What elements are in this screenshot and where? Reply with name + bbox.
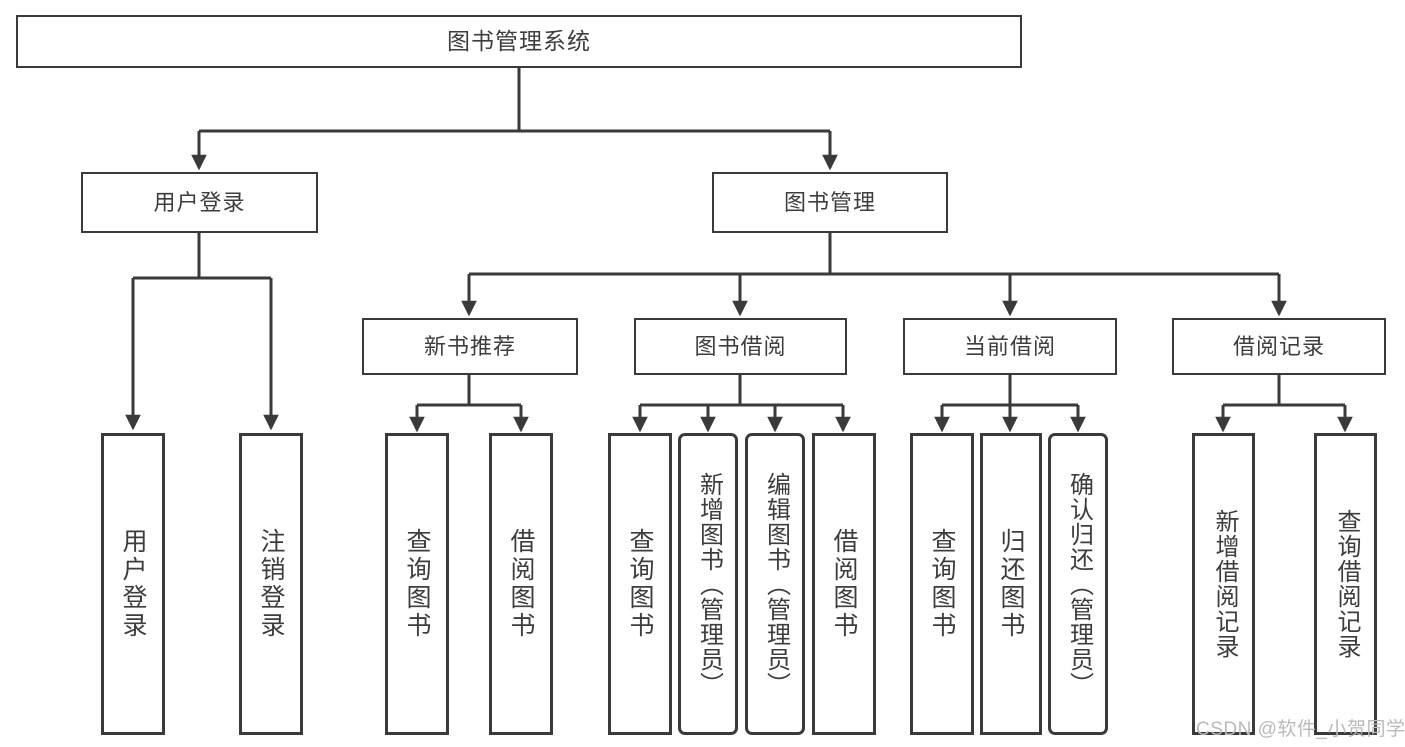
node-new-book-recommend[interactable]: 新书推荐: [362, 318, 578, 375]
leaf-query-book-current[interactable]: 查询图书: [910, 433, 974, 735]
node-user-login[interactable]: 用户登录: [81, 172, 318, 233]
watermark-csdn: CSDN @软件_小贺同学: [1196, 719, 1405, 740]
node-label: 归还图书: [997, 528, 1025, 640]
node-label: 注销登录: [257, 528, 285, 640]
node-root-system[interactable]: 图书管理系统: [16, 15, 1022, 68]
leaf-query-book-borrow[interactable]: 查询图书: [608, 433, 672, 735]
leaf-edit-book-admin[interactable]: 编辑图书（管理员）: [745, 433, 805, 735]
leaf-confirm-return-admin[interactable]: 确认归还（管理员）: [1048, 433, 1108, 735]
node-label: 新增借阅记录: [1210, 509, 1238, 659]
leaf-add-borrow-record[interactable]: 新增借阅记录: [1192, 433, 1255, 735]
node-label: 图书管理系统: [447, 27, 591, 54]
node-label: 查询图书: [403, 528, 431, 640]
node-label: 确认归还（管理员）: [1065, 471, 1093, 697]
node-book-management[interactable]: 图书管理: [712, 172, 948, 233]
leaf-user-login[interactable]: 用户登录: [101, 433, 165, 735]
node-book-borrow[interactable]: 图书借阅: [634, 318, 847, 375]
node-label: 新增图书（管理员）: [695, 471, 723, 697]
node-current-borrow[interactable]: 当前借阅: [903, 318, 1117, 375]
node-borrow-record[interactable]: 借阅记录: [1172, 318, 1386, 375]
leaf-logout[interactable]: 注销登录: [239, 433, 303, 735]
node-label: 当前借阅: [963, 333, 1056, 359]
node-label: 借阅记录: [1232, 333, 1325, 359]
leaf-borrow-book-recommend[interactable]: 借阅图书: [489, 433, 553, 735]
node-label: 编辑图书（管理员）: [762, 471, 790, 697]
node-label: 图书管理: [783, 189, 876, 215]
node-label: 查询图书: [928, 528, 956, 640]
node-label: 查询图书: [626, 528, 654, 640]
leaf-query-borrow-record[interactable]: 查询借阅记录: [1314, 433, 1377, 735]
node-label: 借阅图书: [507, 528, 535, 640]
node-label: 用户登录: [119, 528, 147, 640]
leaf-borrow-book[interactable]: 借阅图书: [812, 433, 876, 735]
leaf-query-book-recommend[interactable]: 查询图书: [385, 433, 449, 735]
node-label: 用户登录: [153, 189, 246, 215]
node-label: 图书借阅: [694, 333, 787, 359]
leaf-add-book-admin[interactable]: 新增图书（管理员）: [678, 433, 738, 735]
node-label: 查询借阅记录: [1332, 509, 1360, 659]
node-label: 借阅图书: [830, 528, 858, 640]
node-label: 新书推荐: [423, 333, 516, 359]
leaf-return-book[interactable]: 归还图书: [980, 433, 1042, 735]
